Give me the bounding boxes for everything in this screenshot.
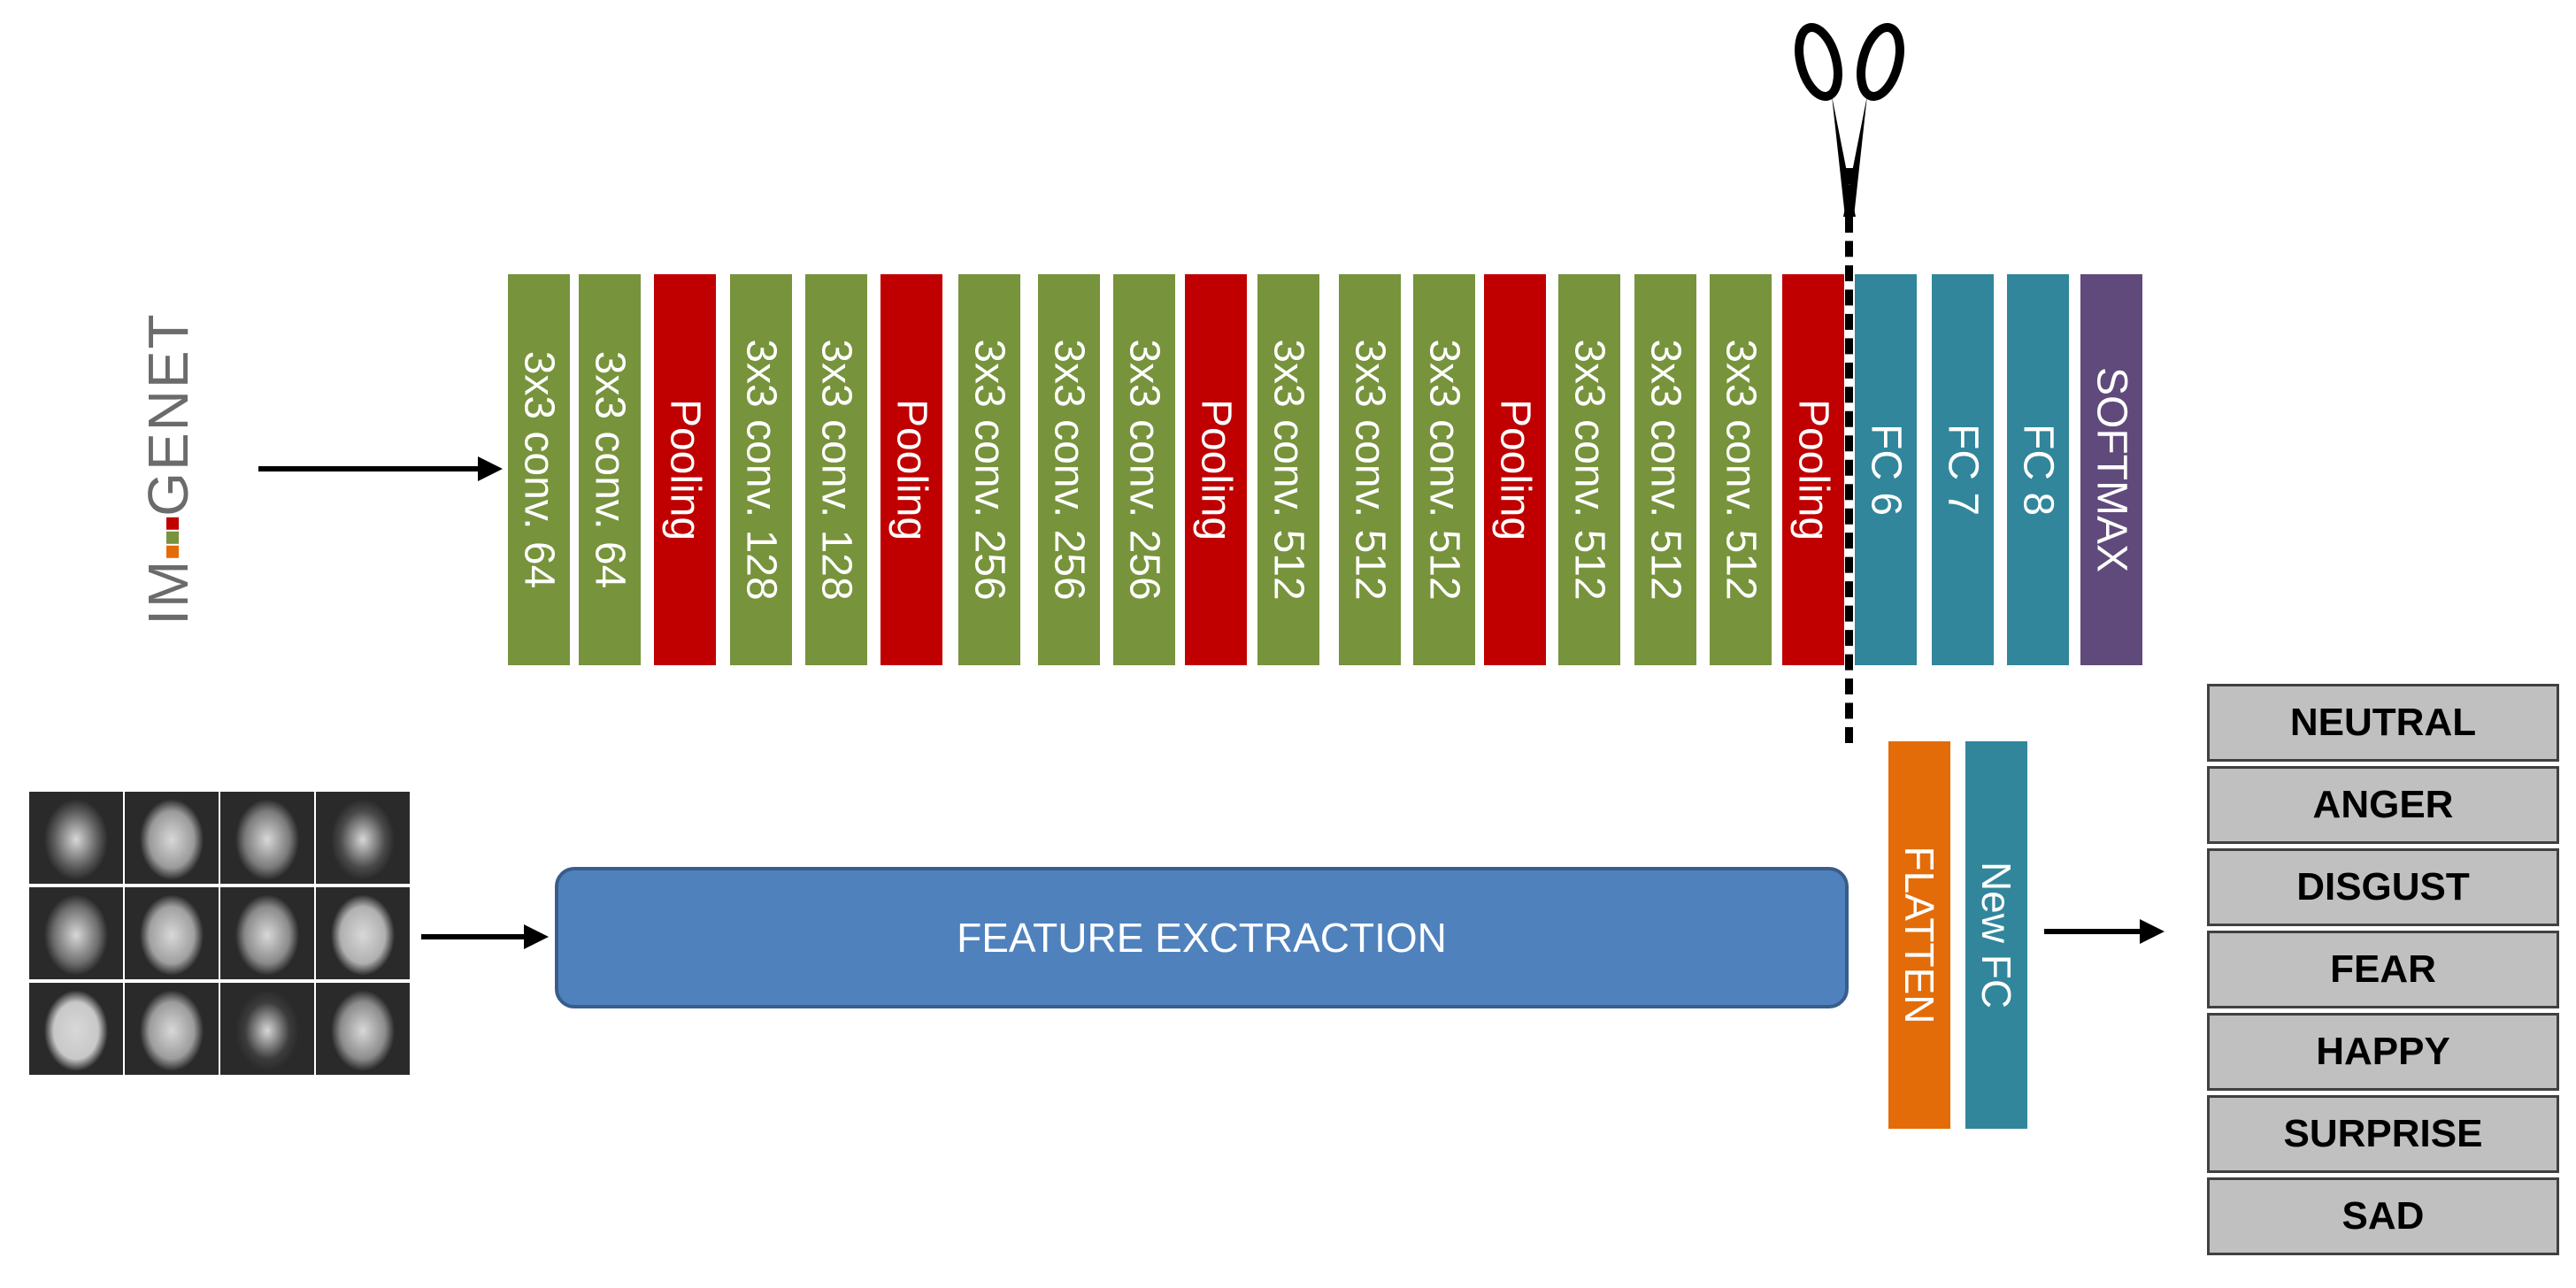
layer-block: Pooling — [880, 274, 942, 665]
emotion-class-box: DISGUST — [2207, 848, 2559, 926]
layer-label: 3x3 conv. 256 — [965, 339, 1013, 601]
logo-mark-icon — [136, 517, 200, 559]
emotion-class-box: FEAR — [2207, 931, 2559, 1008]
face-photo — [125, 887, 219, 979]
layer-block: 3x3 conv. 128 — [805, 274, 867, 665]
layer-label: Pooling — [888, 398, 935, 541]
layer-label: 3x3 conv. 64 — [586, 350, 634, 589]
layer-block: Pooling — [654, 274, 716, 665]
emotion-class-box: HAPPY — [2207, 1013, 2559, 1091]
layer-block: 3x3 conv. 512 — [1710, 274, 1772, 665]
layer-label: 3x3 conv. 128 — [812, 339, 860, 601]
layer-block: 3x3 conv. 64 — [579, 274, 641, 665]
face-photo — [125, 983, 219, 1075]
layer-label: 3x3 conv. 256 — [1045, 339, 1093, 601]
layer-block: 3x3 conv. 512 — [1413, 274, 1475, 665]
layer-block: 3x3 conv. 256 — [1038, 274, 1100, 665]
face-photo — [316, 792, 410, 884]
layer-block: 3x3 conv. 512 — [1634, 274, 1696, 665]
face-photo — [220, 792, 314, 884]
flatten-label: FLATTEN — [1896, 846, 1942, 1024]
imagenet-logo: IM GENET — [124, 301, 212, 637]
emotion-class-label: SAD — [2341, 1194, 2425, 1238]
face-photo — [316, 983, 410, 1075]
layer-label: SOFTMAX — [2088, 366, 2135, 573]
emotion-class-label: DISGUST — [2296, 865, 2470, 908]
feature-extraction-block: FEATURE EXCTRACTION — [555, 867, 1849, 1008]
layer-block: Pooling — [1782, 274, 1844, 665]
layer-block: FC 6 — [1855, 274, 1917, 665]
layer-block: Pooling — [1185, 274, 1247, 665]
cut-line — [1845, 168, 1853, 743]
face-photo — [316, 887, 410, 979]
layer-block: 3x3 conv. 64 — [508, 274, 570, 665]
layer-block: FC 7 — [1932, 274, 1994, 665]
layer-label: 3x3 conv. 512 — [1717, 339, 1765, 601]
layer-block: 3x3 conv. 512 — [1339, 274, 1401, 665]
layer-label: 3x3 conv. 256 — [1120, 339, 1168, 601]
emotion-class-label: HAPPY — [2316, 1030, 2450, 1073]
layer-label: 3x3 conv. 128 — [737, 339, 785, 601]
layer-label: 3x3 conv. 512 — [1565, 339, 1613, 601]
layer-label: Pooling — [661, 398, 709, 541]
layer-label: 3x3 conv. 64 — [515, 350, 563, 589]
emotion-class-box: SURPRISE — [2207, 1095, 2559, 1173]
layer-block: SOFTMAX — [2080, 274, 2142, 665]
new-fc-layer: New FC — [1965, 741, 2027, 1129]
logo-text-pre: IM — [136, 558, 200, 625]
emotion-class-box: ANGER — [2207, 766, 2559, 844]
layer-label: FC 7 — [1939, 423, 1987, 517]
face-photo — [29, 887, 123, 979]
emotion-class-label: ANGER — [2312, 783, 2454, 826]
layer-block: 3x3 conv. 512 — [1558, 274, 1620, 665]
face-photo — [125, 792, 219, 884]
logo-text-post: GENET — [136, 312, 200, 517]
layer-label: Pooling — [1192, 398, 1240, 541]
layer-label: 3x3 conv. 512 — [1346, 339, 1394, 601]
new-fc-label: New FC — [1973, 861, 2019, 1009]
layer-label: 3x3 conv. 512 — [1642, 339, 1689, 601]
layer-label: 3x3 conv. 512 — [1420, 339, 1468, 601]
layer-label: Pooling — [1491, 398, 1539, 541]
face-photo — [220, 983, 314, 1075]
layer-block: FC 8 — [2007, 274, 2069, 665]
flatten-layer: FLATTEN — [1888, 741, 1950, 1129]
layer-block: 3x3 conv. 128 — [730, 274, 792, 665]
layer-block: Pooling — [1484, 274, 1546, 665]
layer-block: 3x3 conv. 512 — [1257, 274, 1319, 665]
face-photo-grid — [29, 792, 411, 1075]
layer-block: 3x3 conv. 256 — [1113, 274, 1175, 665]
layer-label: 3x3 conv. 512 — [1265, 339, 1312, 601]
emotion-class-label: FEAR — [2330, 947, 2436, 991]
layer-label: Pooling — [1789, 398, 1837, 541]
face-photo — [29, 983, 123, 1075]
feature-extraction-label: FEATURE EXCTRACTION — [957, 915, 1447, 961]
emotion-class-box: SAD — [2207, 1177, 2559, 1255]
face-photo — [29, 792, 123, 884]
face-photo — [220, 887, 314, 979]
emotion-class-box: NEUTRAL — [2207, 684, 2559, 762]
layer-label: FC 6 — [1862, 423, 1910, 517]
layer-label: FC 8 — [2014, 423, 2062, 517]
layer-block: 3x3 conv. 256 — [958, 274, 1020, 665]
emotion-class-label: NEUTRAL — [2289, 701, 2477, 744]
emotion-class-label: SURPRISE — [2283, 1112, 2483, 1155]
